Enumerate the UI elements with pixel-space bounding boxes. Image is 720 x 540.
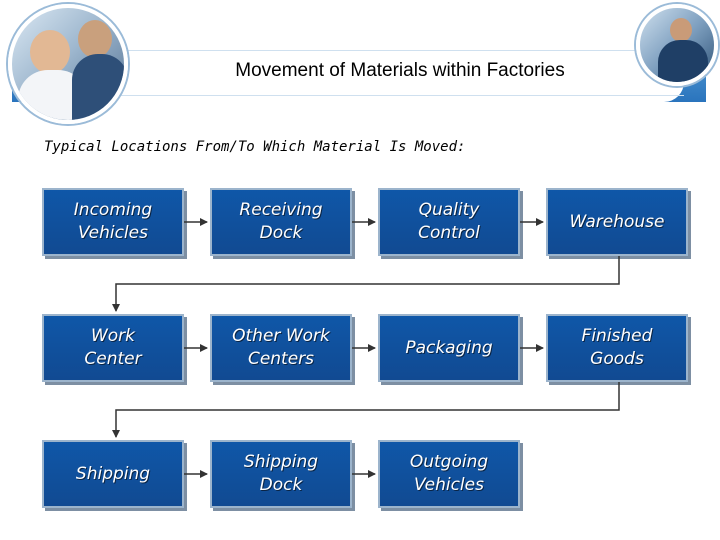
box-packaging: Packaging <box>378 314 520 382</box>
photo-right <box>636 4 718 86</box>
subtitle: Typical Locations From/To Which Material… <box>44 139 466 155</box>
box-shipping-dock: Shipping Dock <box>210 440 352 508</box>
box-finished-goods: Finished Goods <box>546 314 688 382</box>
box-quality-control: Quality Control <box>378 188 520 256</box>
wrap-arrow-2 <box>112 382 620 438</box>
box-warehouse: Warehouse <box>546 188 688 256</box>
page-title: Movement of Materials within Factories <box>235 60 565 81</box>
box-shipping: Shipping <box>42 440 184 508</box>
box-work-center: Work Center <box>42 314 184 382</box>
photo-left <box>8 4 128 124</box>
box-outgoing-vehicles: Outgoing Vehicles <box>378 440 520 508</box>
box-receiving-dock: Receiving Dock <box>210 188 352 256</box>
title-panel <box>36 44 684 102</box>
box-other-work-centers: Other Work Centers <box>210 314 352 382</box>
wrap-arrow-1 <box>112 256 620 312</box>
box-incoming-vehicles: Incoming Vehicles <box>42 188 184 256</box>
